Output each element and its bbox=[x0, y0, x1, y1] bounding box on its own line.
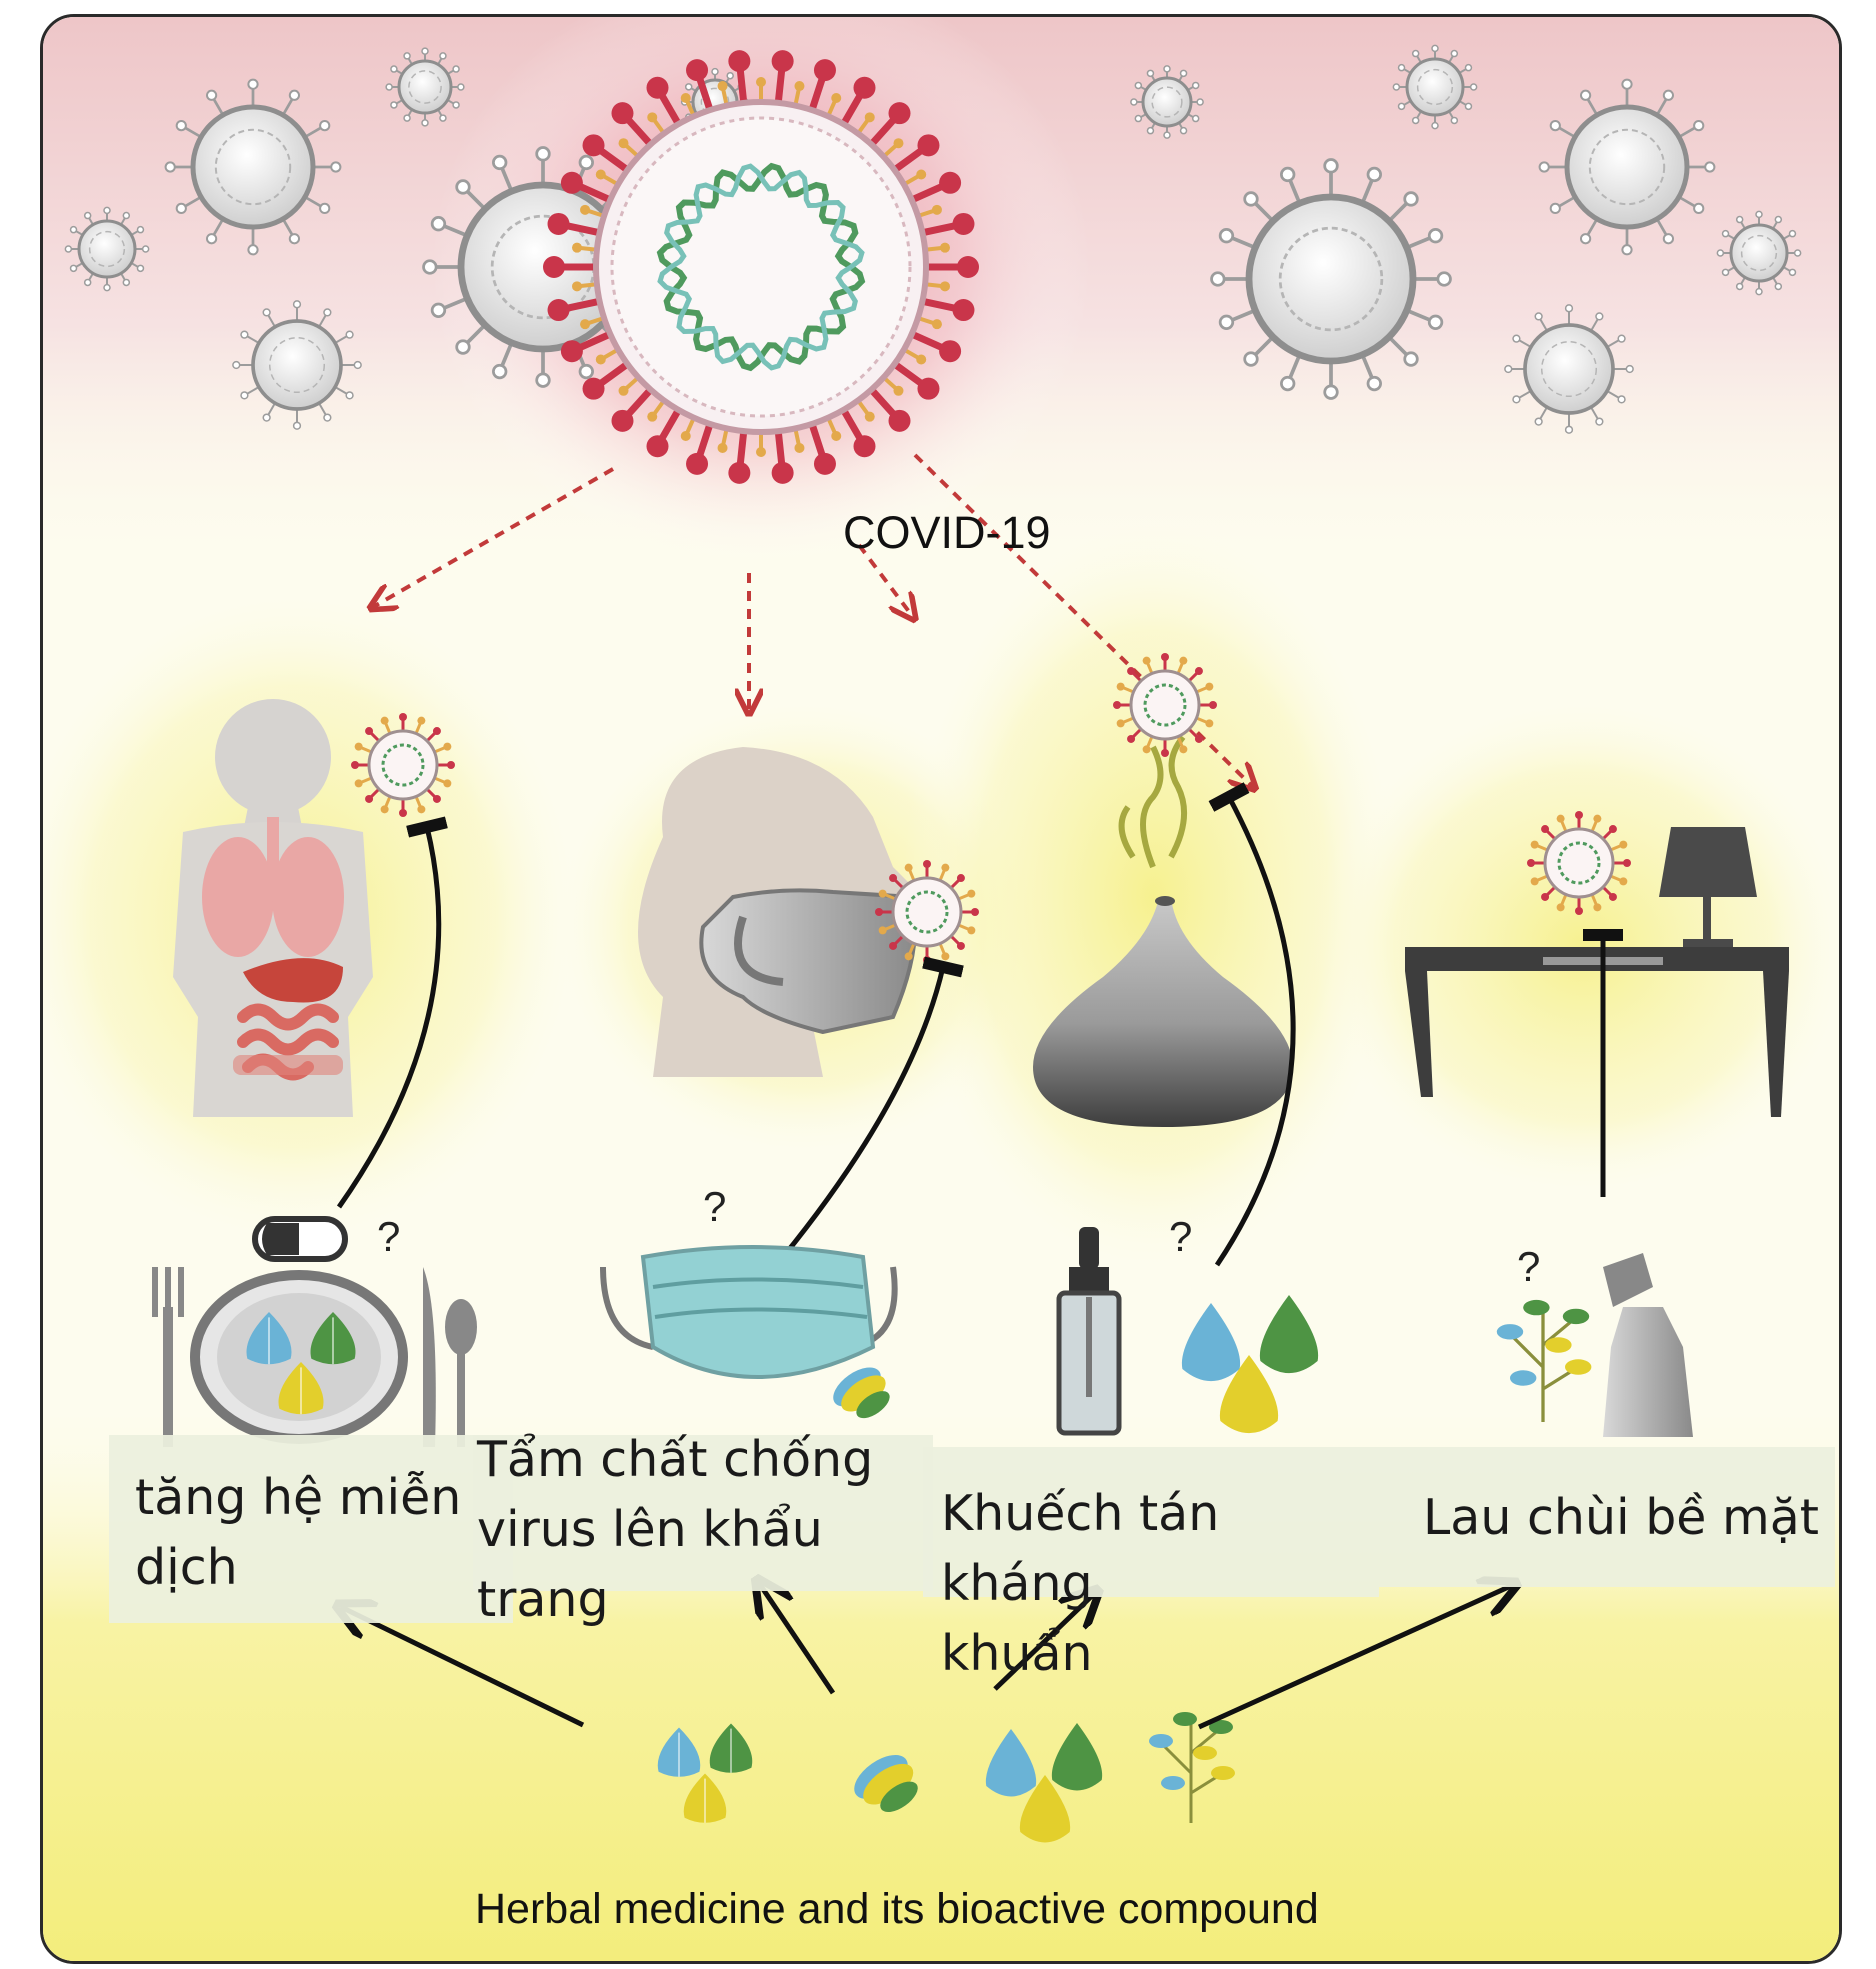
question-mark: ? bbox=[1169, 1213, 1192, 1261]
virus-icon bbox=[1527, 811, 1631, 915]
label-antiviral-mask: Tẩm chất chống virus lên khẩu trang bbox=[463, 1425, 923, 1635]
herbal-medicine-caption: Herbal medicine and its bioactive compou… bbox=[475, 1885, 1319, 1934]
label-antibacterial-diffusion: Khuếch tán kháng khuẩn bbox=[923, 1447, 1379, 1597]
label-surface-wiping: Lau chùi bề mặt bbox=[1379, 1447, 1835, 1587]
diagram-frame: tăng hệ miễn dịch Tẩm chất chống virus l… bbox=[40, 14, 1842, 1964]
oil-drop-icon bbox=[1182, 1303, 1240, 1381]
virus-icon bbox=[1212, 160, 1451, 399]
label-boost-immunity: tăng hệ miễn dịch bbox=[109, 1435, 513, 1623]
virus-icon bbox=[875, 860, 979, 964]
spray-bottle-icon bbox=[1603, 1253, 1693, 1437]
virus-icon bbox=[1113, 653, 1217, 757]
surgical-mask-icon bbox=[603, 1247, 895, 1377]
virus-icon bbox=[351, 713, 455, 817]
question-mark: ? bbox=[377, 1213, 400, 1261]
question-mark: ? bbox=[1517, 1243, 1540, 1291]
question-mark: ? bbox=[703, 1183, 726, 1231]
covid-19-label: COVID-19 bbox=[843, 507, 1051, 559]
oil-drop-icon bbox=[1260, 1295, 1318, 1373]
